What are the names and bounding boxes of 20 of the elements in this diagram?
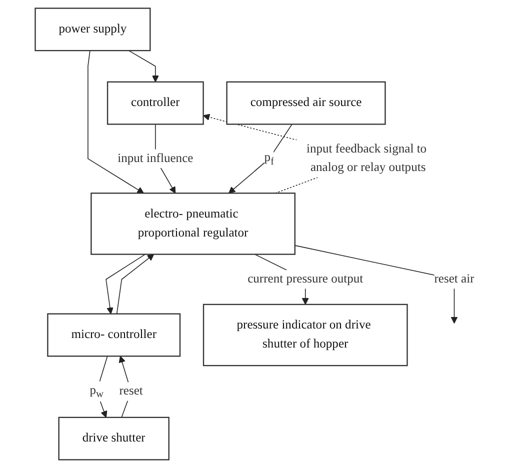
edge-label: current pressure output bbox=[248, 272, 364, 286]
edge-label: input influence bbox=[118, 152, 194, 165]
node-box: micro- controller bbox=[47, 313, 181, 357]
node-box: electro- pneumatic proportional regulator bbox=[90, 192, 296, 255]
node-box: compressed air source bbox=[226, 81, 386, 125]
arrow bbox=[228, 124, 292, 194]
arrow bbox=[106, 254, 146, 314]
arrow bbox=[128, 50, 159, 82]
edge-label: input feedback signal to analog or relay outputs bbox=[306, 142, 427, 174]
node-box: drive shutter bbox=[58, 416, 170, 460]
arrow bbox=[116, 254, 154, 314]
arrow bbox=[88, 50, 144, 194]
edge-label: reset bbox=[119, 384, 143, 398]
arrow bbox=[118, 356, 132, 418]
node-box: power supply bbox=[34, 8, 151, 52]
edge-label: p$_{f}$ bbox=[264, 150, 274, 167]
edge-label: reset air bbox=[434, 272, 474, 286]
node-box: controller bbox=[106, 81, 204, 125]
edge-label: p$_{w}$ bbox=[90, 384, 104, 400]
node-box: pressure indicator on drive shutter of hopper bbox=[202, 304, 408, 366]
